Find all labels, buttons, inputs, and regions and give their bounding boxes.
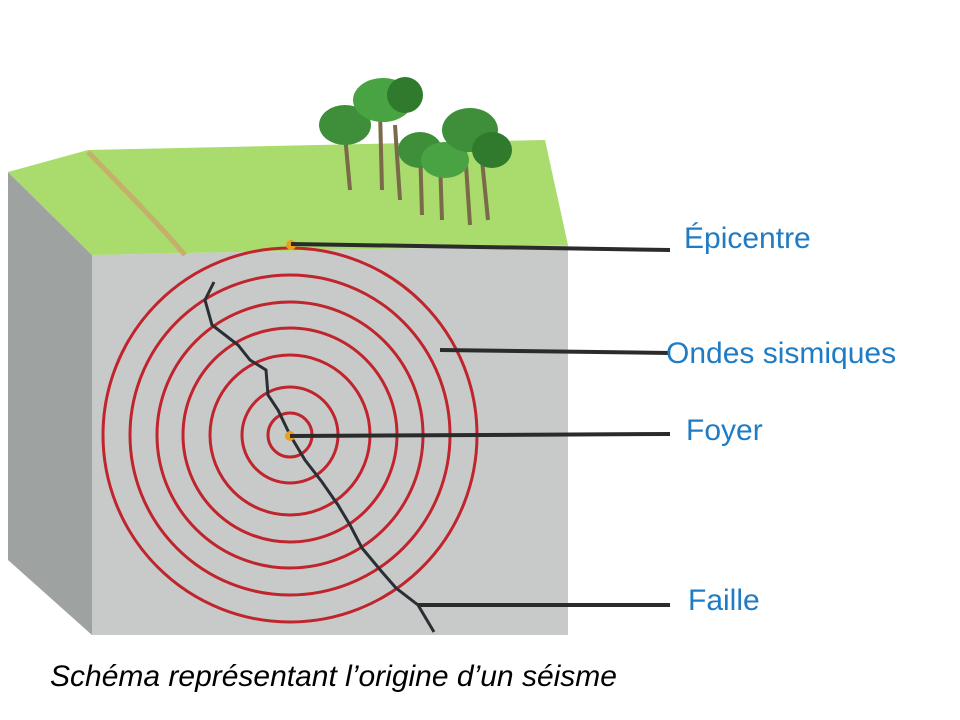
foyer-label: Foyer <box>686 414 763 447</box>
rock-front-face <box>92 245 568 635</box>
ondes-sismiques-label: Ondes sismiques <box>666 337 897 370</box>
tree-icon <box>319 77 512 226</box>
ondes-leader-line <box>439 348 671 355</box>
foyer-leader-line <box>289 432 671 438</box>
fault-line <box>203 281 436 633</box>
fault-surface-trace <box>86 150 187 257</box>
rock-side-face <box>8 172 92 635</box>
epicentre-label: Épicentre <box>684 222 811 255</box>
epicentre-leader-line <box>290 242 671 252</box>
diagram-caption: Schéma représentant l’origine d’un séism… <box>50 660 617 693</box>
faille-label: Faille <box>688 584 760 617</box>
